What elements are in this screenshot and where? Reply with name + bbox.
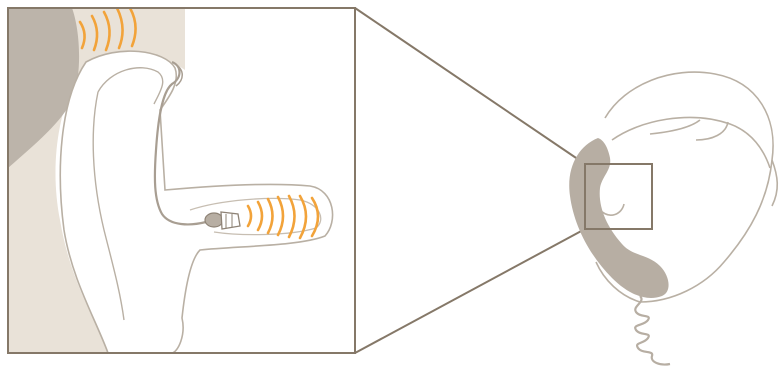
connector-line-bottom [355,229,585,353]
coiled-cord-icon [635,296,670,365]
ear-closeup-panel [8,8,355,353]
connector-line-top [355,8,585,164]
hearing-aid-icon [205,212,240,229]
zoom-connector-lines [355,8,585,353]
